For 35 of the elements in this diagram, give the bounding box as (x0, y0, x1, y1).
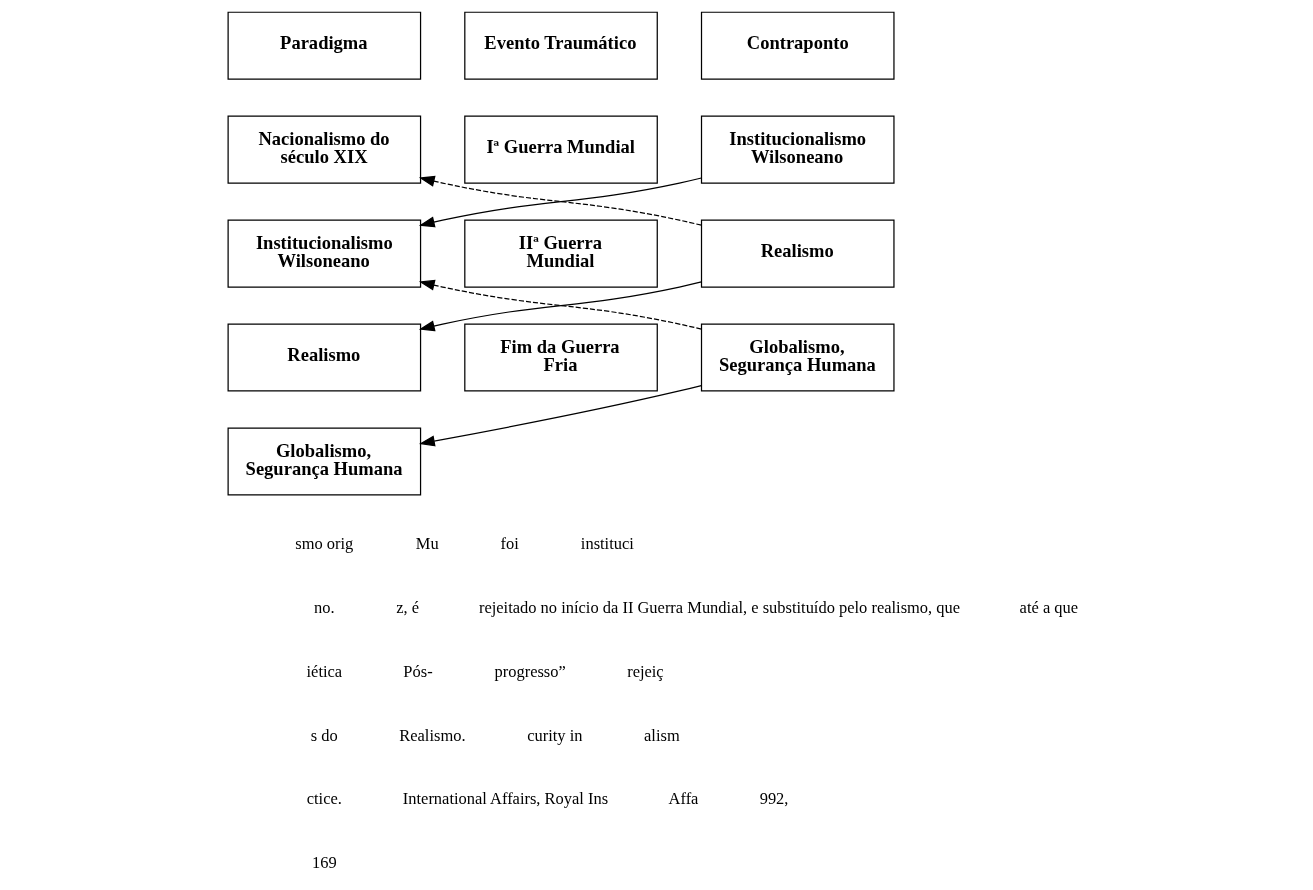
label: s do (310, 725, 338, 745)
label: rejeiç (626, 661, 664, 681)
label: curity in (526, 725, 583, 745)
node-box: Contraponto (700, 11, 895, 80)
node-box: Fim da Guerra Fria (463, 323, 658, 392)
arrow (418, 385, 702, 447)
node-box: Evento Traumático (463, 11, 658, 80)
node-box: IIª Guerra Mundial (463, 219, 658, 288)
label: International Affairs, Royal Ins (402, 789, 608, 809)
label: progresso” (494, 661, 566, 681)
node-box: Globalismo, Segurança Humana (227, 427, 421, 496)
node-box: Institucionalismo Wilsoneano (227, 219, 421, 288)
node-box: Realismo (700, 219, 895, 288)
node-box: Iª Guerra Mundial (463, 115, 658, 184)
label: Mu (415, 534, 439, 554)
label: ctice. (306, 789, 342, 809)
label: z, é (395, 598, 419, 618)
label: Affa (668, 789, 698, 809)
node-box: Realismo (227, 323, 421, 392)
label: rejeitado no início da II Guerra Mundial, e substituído pelo realismo, que (478, 598, 960, 618)
label: instituci (580, 534, 634, 554)
label: iética (306, 661, 342, 681)
label: 992, (759, 789, 788, 809)
label: até a que (1019, 598, 1078, 618)
label: 169 (311, 853, 337, 873)
node-box: Institucionalismo Wilsoneano (700, 115, 895, 184)
label: foi (499, 534, 519, 554)
label: no. (313, 598, 335, 618)
label: Pós- (402, 661, 433, 681)
node-box: Paradigma (227, 11, 421, 80)
label: Realismo. (398, 725, 466, 745)
node-box: Nacionalismo do século XIX (227, 115, 421, 184)
label: smo orig (294, 534, 353, 554)
node-box: Globalismo, Segurança Humana (700, 323, 895, 392)
label: alism (643, 725, 680, 745)
